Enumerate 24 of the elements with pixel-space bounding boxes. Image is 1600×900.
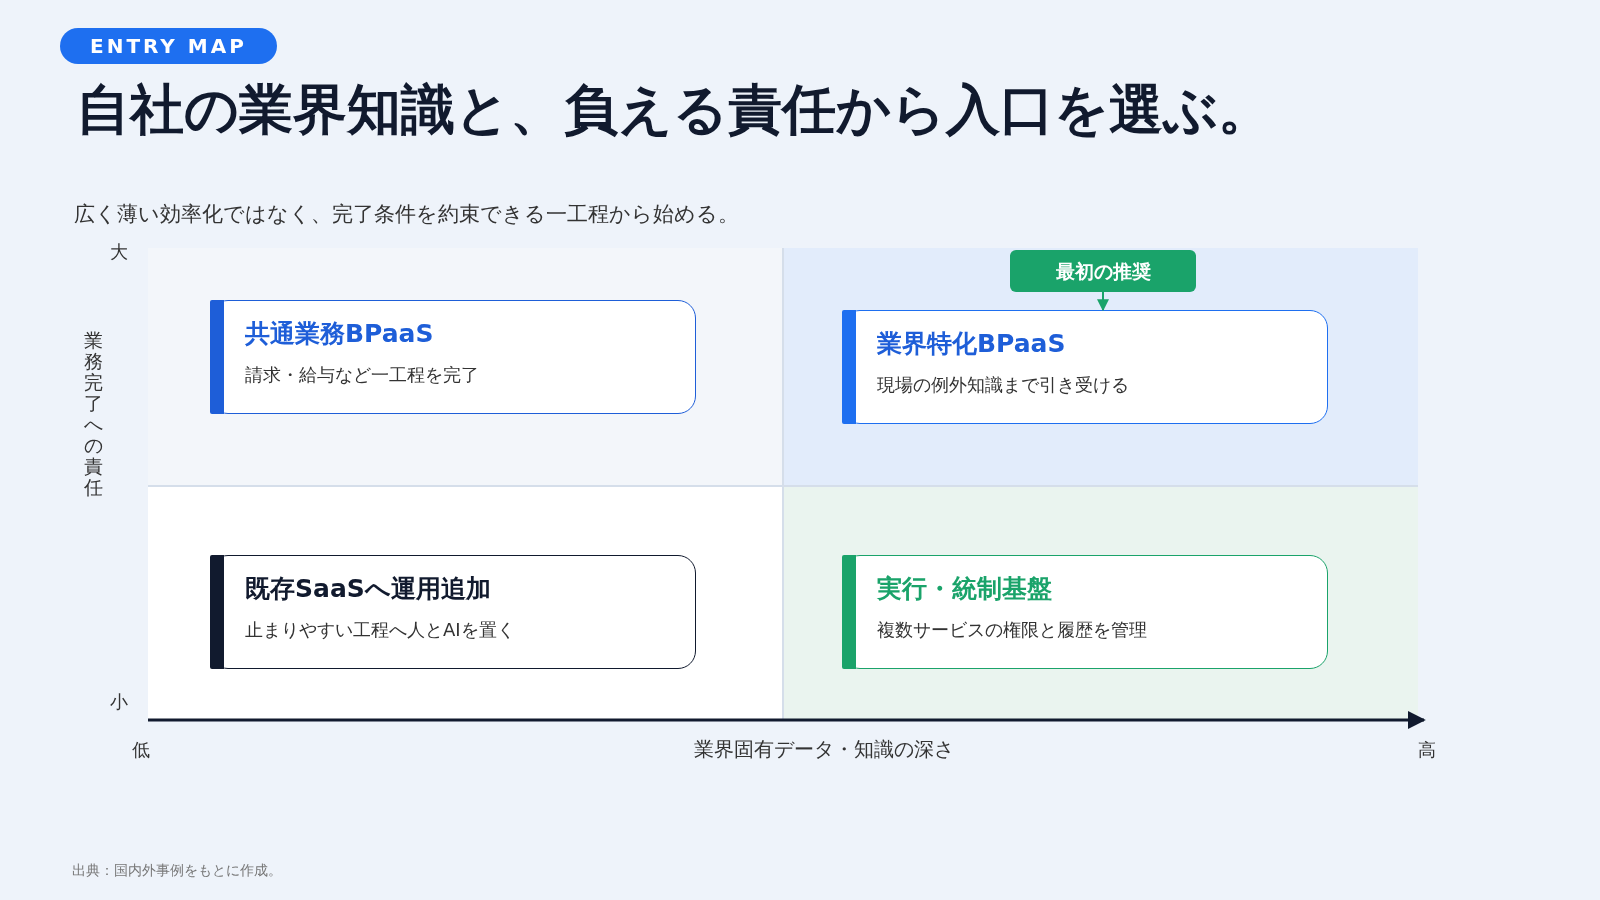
card-description: 請求・給与など一工程を完了 bbox=[245, 363, 479, 387]
card-description: 複数サービスの権限と履歴を管理 bbox=[877, 618, 1147, 642]
axis-label: 小 bbox=[110, 690, 128, 714]
card bbox=[842, 555, 1328, 669]
card-heading: 実行・統制基盤 bbox=[877, 573, 1052, 605]
badge: 最初の推奨 bbox=[1010, 250, 1196, 292]
subtitle: 広く薄い効率化ではなく、完了条件を約束できる一工程から始める。 bbox=[74, 201, 739, 228]
axis-label: 大 bbox=[110, 240, 128, 264]
arrow bbox=[1097, 291, 1109, 312]
card-heading: 業界特化BPaaS bbox=[877, 328, 1066, 360]
card-heading: 既存SaaSへ運用追加 bbox=[245, 573, 491, 605]
axis-title: 業界固有データ・知識の深さ bbox=[694, 736, 954, 763]
card-description: 止まりやすい工程へ人とAIを置く bbox=[245, 618, 515, 642]
card bbox=[210, 300, 696, 414]
title: 自社の業界知識と、負える責任から入口を選ぶ。 bbox=[76, 77, 1272, 143]
source-note: 出典：国内外事例をもとに作成。 bbox=[72, 862, 282, 880]
card-description: 現場の例外知識まで引き受ける bbox=[877, 373, 1129, 397]
card bbox=[210, 555, 696, 669]
badge: ENTRY MAP bbox=[60, 28, 277, 64]
axis-label: 低 bbox=[132, 738, 150, 762]
card bbox=[842, 310, 1328, 424]
axis-title: 業務完了への責任 bbox=[84, 330, 104, 498]
axis-label: 高 bbox=[1418, 738, 1436, 762]
card-heading: 共通業務BPaaS bbox=[245, 318, 434, 350]
